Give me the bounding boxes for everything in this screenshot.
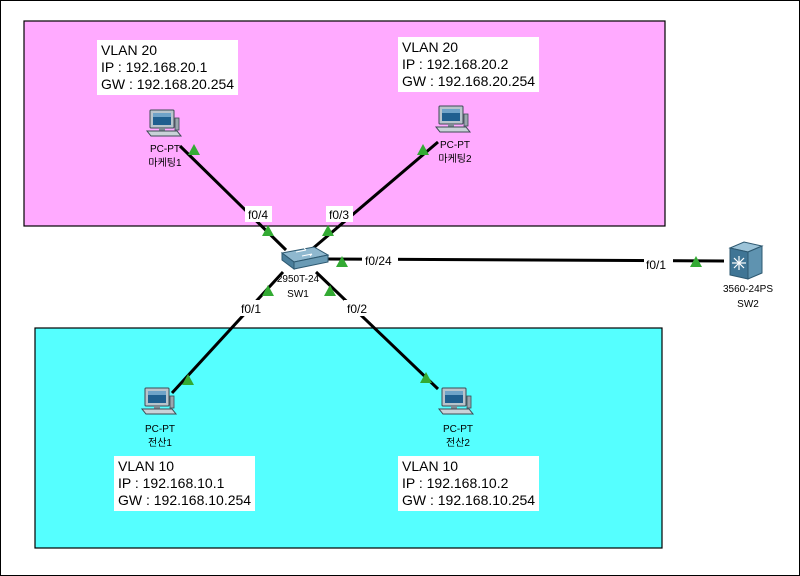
port-up-indicator [324,285,336,296]
pc-name-label: 전산2 [446,437,470,449]
port-up-indicator [188,144,200,155]
port-up-indicator [182,374,194,385]
port-label-f0-2: f0/2 [347,302,367,316]
port-label-f0-1: f0/1 [241,302,261,316]
pc-type-label: PC-PT [150,144,180,155]
port-label-f0-3: f0/3 [329,208,349,222]
gateway-label: GW : 192.168.20.254 [101,76,235,92]
sw2-name-label: SW2 [737,299,759,310]
gateway-label: GW : 192.168.10.254 [402,492,536,508]
link-sw1-it2 [314,270,440,391]
port-label-sw2-f0-1: f0/1 [646,258,666,272]
port-indicators [182,144,702,385]
vlan-label: VLAN 20 [101,42,158,58]
ip-label: IP : 192.168.10.1 [118,475,225,491]
pc-type-label: PC-PT [440,140,470,151]
vlan-label: VLAN 10 [118,458,175,474]
port-label-f0-24: f0/24 [365,254,392,268]
pc-it2[interactable]: PC-PT 전산2 [438,387,474,449]
port-label-f0-4: f0/4 [248,208,268,222]
pc-name-label: 마케팅1 [148,157,182,169]
gateway-label: GW : 192.168.20.254 [402,73,536,89]
pc-name-label: 전산1 [148,437,172,449]
sw2-model-label: 3560-24PS [723,284,773,295]
zone-vlan10 [34,327,663,549]
vlan-label: VLAN 20 [402,39,459,55]
switch-icon [280,246,330,270]
multilayer-switch-icon [728,241,764,280]
ip-label: IP : 192.168.20.1 [101,59,208,75]
link-sw1-marketing2 [310,140,439,252]
pc-it1[interactable]: PC-PT 전산1 [141,387,177,449]
pc-info-box-marketing2: VLAN 20 IP : 192.168.20.2 GW : 192.168.2… [398,37,540,92]
sw1-name-label: SW1 [287,289,309,300]
vlan-label: VLAN 10 [402,458,459,474]
ip-label: IP : 192.168.10.2 [402,475,509,491]
port-up-indicator [262,225,274,236]
pc-type-label: PC-PT [145,424,175,435]
pc-type-label: PC-PT [443,424,473,435]
switch-sw1[interactable]: 2950T-24 SW1 [277,246,330,300]
port-labels: f0/4 f0/3 f0/24 f0/1 f0/1 f0/2 [239,206,673,316]
port-up-indicator [420,372,432,383]
port-up-indicator [336,256,348,267]
pc-marketing1[interactable]: PC-PT 마케팅1 [146,109,182,169]
pc-info-box-it2: VLAN 10 IP : 192.168.10.2 GW : 192.168.1… [398,456,540,511]
pc-name-label: 마케팅2 [438,153,472,165]
ip-label: IP : 192.168.20.2 [402,56,509,72]
gateway-label: GW : 192.168.10.254 [118,492,252,508]
pc-marketing2[interactable]: PC-PT 마케팅2 [435,105,472,165]
pc-info-box-marketing1: VLAN 20 IP : 192.168.20.1 GW : 192.168.2… [97,40,239,95]
port-up-indicator [690,256,702,267]
switch-sw2[interactable]: 3560-24PS SW2 [723,241,773,310]
pc-info-box-it1: VLAN 10 IP : 192.168.10.1 GW : 192.168.1… [114,456,256,511]
port-up-indicator [262,285,274,296]
sw1-model-label: 2950T-24 [277,274,320,285]
port-up-indicator [417,144,429,155]
port-up-indicator [322,225,334,236]
